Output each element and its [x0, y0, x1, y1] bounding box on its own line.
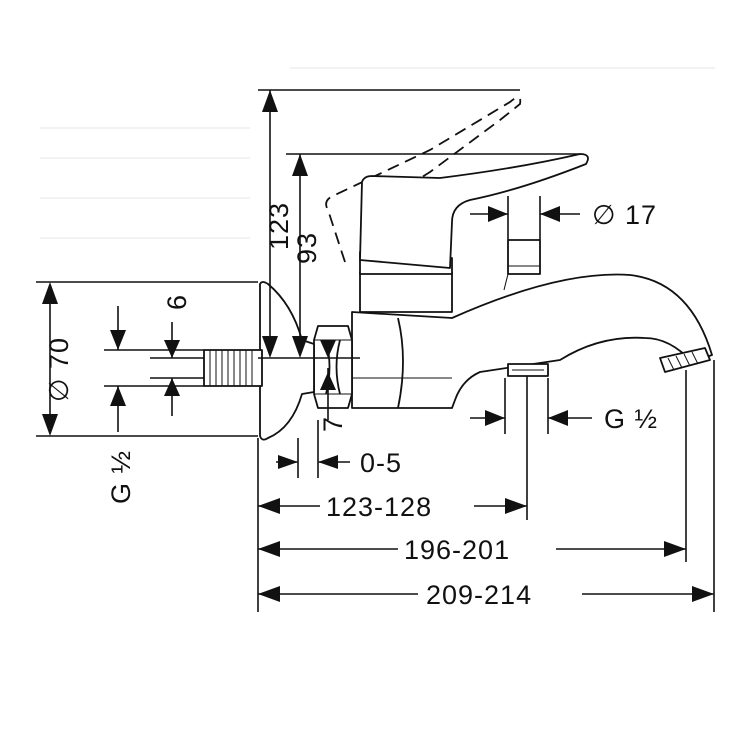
raised-lever-dashed — [325, 96, 522, 263]
wall-flange — [259, 281, 315, 441]
label-diameter-17: ∅ 17 — [592, 200, 657, 230]
spout-outlet — [659, 347, 711, 373]
connector-nut — [313, 325, 353, 409]
dimension-lines — [36, 89, 715, 612]
label-gap-7: 7 — [318, 416, 348, 432]
label-dim-6: 6 — [162, 294, 192, 310]
label-height-123: 123 — [264, 202, 294, 250]
label-thread-outlet: G ½ — [604, 404, 658, 434]
label-123-128: 123-128 — [326, 492, 432, 522]
label-range-0-5: 0-5 — [360, 448, 402, 478]
label-diameter-70: ∅ 70 — [44, 337, 74, 402]
label-thread-inlet: G ½ — [106, 450, 136, 504]
label-209-214: 209-214 — [426, 580, 532, 610]
cartridge-housing — [359, 271, 453, 313]
label-height-93: 93 — [292, 232, 322, 264]
label-196-201: 196-201 — [404, 535, 510, 565]
body-seam — [397, 317, 404, 409]
diverter-knob — [507, 239, 541, 275]
faucet-outline — [203, 96, 713, 441]
threaded-inlet — [203, 349, 263, 387]
dimension-labels: 123 93 ∅ 70 6 G ½ 7 0-5 123-128 196-201 … — [44, 200, 658, 610]
background-ghost-lines — [40, 67, 715, 239]
lever-handle — [359, 153, 589, 269]
